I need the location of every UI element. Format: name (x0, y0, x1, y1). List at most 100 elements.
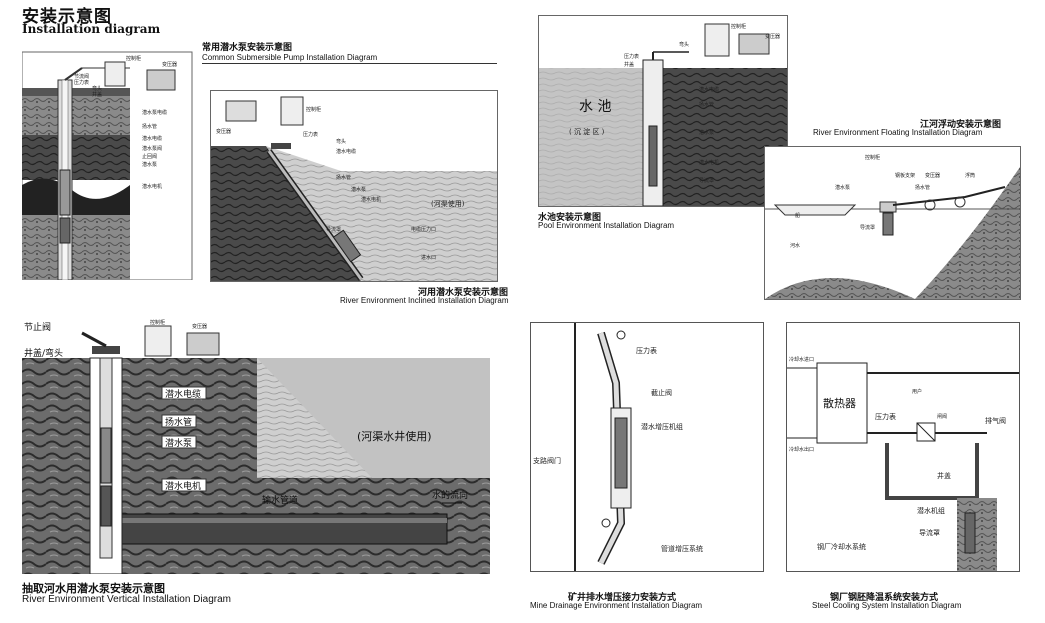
pool-label-control: 控制柜 (731, 23, 746, 30)
svg-text:潜水泵: 潜水泵 (165, 437, 192, 449)
vertical-installation-panel: 节止阀 井盖/弯头 控制柜 变压器 潜水电缆 扬水管 潜水泵 潜水电机 输水管道… (22, 318, 490, 575)
vert-callout-riser: 扬水管 (161, 414, 197, 428)
inclined-caption-en: River Environment Inclined Installation … (340, 296, 509, 305)
incl-label-cable-port: 电缆压力口 (411, 226, 436, 233)
vert-label-pipeline: 输水管道 (262, 494, 298, 506)
pool-label-pressure: 压力表 (624, 53, 639, 60)
mine-installation-panel: 压力表 截止阀 潜水增压机组 支路阀门 管道增压系统 (530, 322, 764, 572)
steel-caption-en: Steel Cooling System Installation Diagra… (812, 601, 962, 610)
label-control-box: 控制柜 (126, 55, 141, 62)
incl-label-cable: 潜水电缆 (336, 148, 356, 155)
steel-installation-panel: 散热器 压力表 闸阀 排气阀 井盖 潜水机组 导流罩 钢厂冷却水系统 用户 冷却… (786, 322, 1020, 572)
incl-label-transformer: 变压器 (216, 128, 231, 135)
vertical-diagram: 节止阀 井盖/弯头 控制柜 变压器 潜水电缆 扬水管 潜水泵 潜水电机 输水管道… (22, 319, 490, 575)
vert-callout-pump: 潜水泵 (161, 435, 197, 449)
label-pump-cable: 潜水泵电缆 (142, 109, 167, 116)
pool-water-label: 水 池 (579, 99, 611, 115)
steel-label-outlet: 冷却水出口 (789, 446, 814, 453)
incl-label-elbow: 弯头 (336, 138, 346, 145)
steel-label-unit: 潜水机组 (917, 506, 945, 515)
label-transformer: 变压器 (162, 61, 177, 68)
pool-caption-en: Pool Environment Installation Diagram (538, 221, 675, 230)
inclined-installation-panel: 变压器 控制柜 压力表 弯头 潜水电缆 扬水管 潜水泵 潜水电机 导流罩 进水口… (210, 90, 498, 282)
vert-callout-cable: 潜水电缆 (161, 386, 207, 400)
pool-label-riser: 扬水管 (699, 101, 714, 108)
label-well-cover: 井盖 (92, 91, 102, 98)
common-caption-en: Common Submersible Pump Installation Dia… (202, 53, 378, 62)
mine-label-system: 管道增压系统 (661, 544, 703, 553)
incl-label-pump: 潜水泵 (351, 186, 366, 193)
steel-label-pressure: 压力表 (875, 412, 896, 421)
vert-note: (河渠水井使用) (357, 429, 432, 443)
float-label-control: 控制柜 (865, 154, 880, 161)
svg-text:潜水电机: 潜水电机 (165, 480, 201, 492)
common-caption-rule (202, 63, 497, 64)
label-pump: 潜水泵 (142, 161, 157, 168)
incl-note: (河渠使用) (431, 199, 465, 208)
mine-label-booster: 潜水增压机组 (641, 422, 683, 431)
mine-label-branch: 支路阀门 (533, 456, 561, 465)
label-throttle-valve: 节流阀 (74, 73, 89, 80)
floating-installation-panel: 控制柜 变压器 浮筒 潜水泵 扬水管 钢板支架 导流罩 船 河水 (764, 146, 1021, 300)
mine-diagram: 压力表 截止阀 潜水增压机组 支路阀门 管道增压系统 (533, 323, 703, 571)
float-label-pump: 潜水泵 (835, 184, 850, 191)
steel-label-vent: 排气阀 (985, 416, 1006, 425)
mine-caption-cn: 矿井排水增压接力安装方式 (568, 593, 677, 603)
pool-diagram: 水 池 ( 沉 淀 区 ) 压力表 井盖 弯头 控制柜 变压器 潜水电缆 扬水管… (539, 23, 787, 207)
steel-label-inlet: 冷却水进口 (789, 356, 814, 363)
incl-label-control-box: 控制柜 (306, 106, 321, 113)
pool-installation-panel: 水 池 ( 沉 淀 区 ) 压力表 井盖 弯头 控制柜 变压器 潜水电缆 扬水管… (538, 15, 788, 207)
inclined-caption-cn: 河用潜水泵安装示意图 (418, 288, 509, 298)
steel-label-radiator: 散热器 (823, 396, 856, 410)
steel-caption-cn: 钢厂钢胚降温系统安装方式 (830, 593, 939, 603)
common-diagram: 节流阀 压力表 弯头 井盖 潜水泵电缆 扬水管 潜水电缆 潜水泵阀 止回阀 潜水… (21, 51, 193, 281)
label-check-valve: 止回阀 (142, 153, 157, 160)
float-label-buoy: 浮筒 (965, 172, 975, 179)
pool-label-elbow: 弯头 (679, 41, 689, 48)
mine-label-pressure: 压力表 (636, 346, 657, 355)
steel-label-user: 用户 (912, 388, 922, 395)
pool-caption-cn: 水池安装示意图 (538, 213, 602, 223)
steel-label-gate: 闸阀 (937, 413, 947, 420)
vert-label-stop-valve: 节止阀 (24, 321, 51, 333)
vert-label-transformer: 变压器 (192, 323, 207, 330)
incl-label-motor: 潜水电机 (361, 196, 381, 203)
vert-label-control: 控制柜 (150, 319, 165, 326)
floating-caption-en: River Environment Floating Installation … (813, 128, 983, 137)
label-submersible-cable: 潜水电缆 (142, 135, 162, 142)
common-caption-cn: 常用潜水泵安装示意图 (202, 43, 293, 53)
incl-label-guide: 导流罩 (326, 226, 341, 233)
label-pressure-gauge: 压力表 (74, 79, 89, 86)
mine-caption-en: Mine Drainage Environment Installation D… (530, 601, 703, 610)
steel-label-cover: 井盖 (937, 471, 951, 480)
floating-caption-cn: 江河浮动安装示意图 (920, 120, 1002, 130)
pool-label-transformer: 变压器 (765, 33, 780, 40)
steel-label-guide: 导流罩 (919, 528, 940, 537)
page-subtitle: Installation diagram (22, 22, 161, 36)
label-riser-pipe: 扬水管 (142, 123, 157, 130)
svg-text:潜水电缆: 潜水电缆 (165, 388, 201, 400)
incl-label-pressure: 压力表 (303, 131, 318, 138)
label-elbow: 弯头 (92, 85, 102, 92)
floating-diagram: 控制柜 变压器 浮筒 潜水泵 扬水管 钢板支架 导流罩 船 河水 (765, 154, 1020, 299)
steel-diagram: 散热器 压力表 闸阀 排气阀 井盖 潜水机组 导流罩 钢厂冷却水系统 用户 冷却… (787, 356, 1019, 571)
steel-label-system: 钢厂冷却水系统 (817, 542, 866, 551)
pool-label-cable: 潜水电缆 (699, 86, 719, 93)
label-pump-valve: 潜水泵阀 (142, 145, 162, 152)
incl-label-riser: 扬水管 (336, 174, 351, 181)
float-label-boat: 船 (795, 212, 800, 219)
pool-zone-label: ( 沉 淀 区 ) (569, 127, 605, 136)
pool-label-guide: 导流罩 (699, 177, 714, 184)
vertical-caption-cn: 抽取河水用潜水泵安装示意图 (22, 582, 165, 595)
pool-label-pump: 潜水泵 (699, 129, 714, 136)
vert-label-cover-elbow: 井盖/弯头 (24, 347, 63, 359)
incl-label-inlet: 进水口 (421, 254, 436, 261)
float-label-river: 河水 (790, 242, 800, 249)
vert-callout-motor: 潜水电机 (161, 478, 207, 492)
pool-label-motor: 潜水电机 (699, 159, 719, 166)
vert-label-flow: 水的流向 (432, 489, 468, 501)
inclined-diagram: 变压器 控制柜 压力表 弯头 潜水电缆 扬水管 潜水泵 潜水电机 导流罩 进水口… (211, 96, 497, 281)
vertical-caption-en: River Environment Vertical Installation … (22, 594, 231, 605)
float-label-guide: 导流罩 (860, 224, 875, 231)
mine-label-stop: 截止阀 (651, 388, 672, 397)
